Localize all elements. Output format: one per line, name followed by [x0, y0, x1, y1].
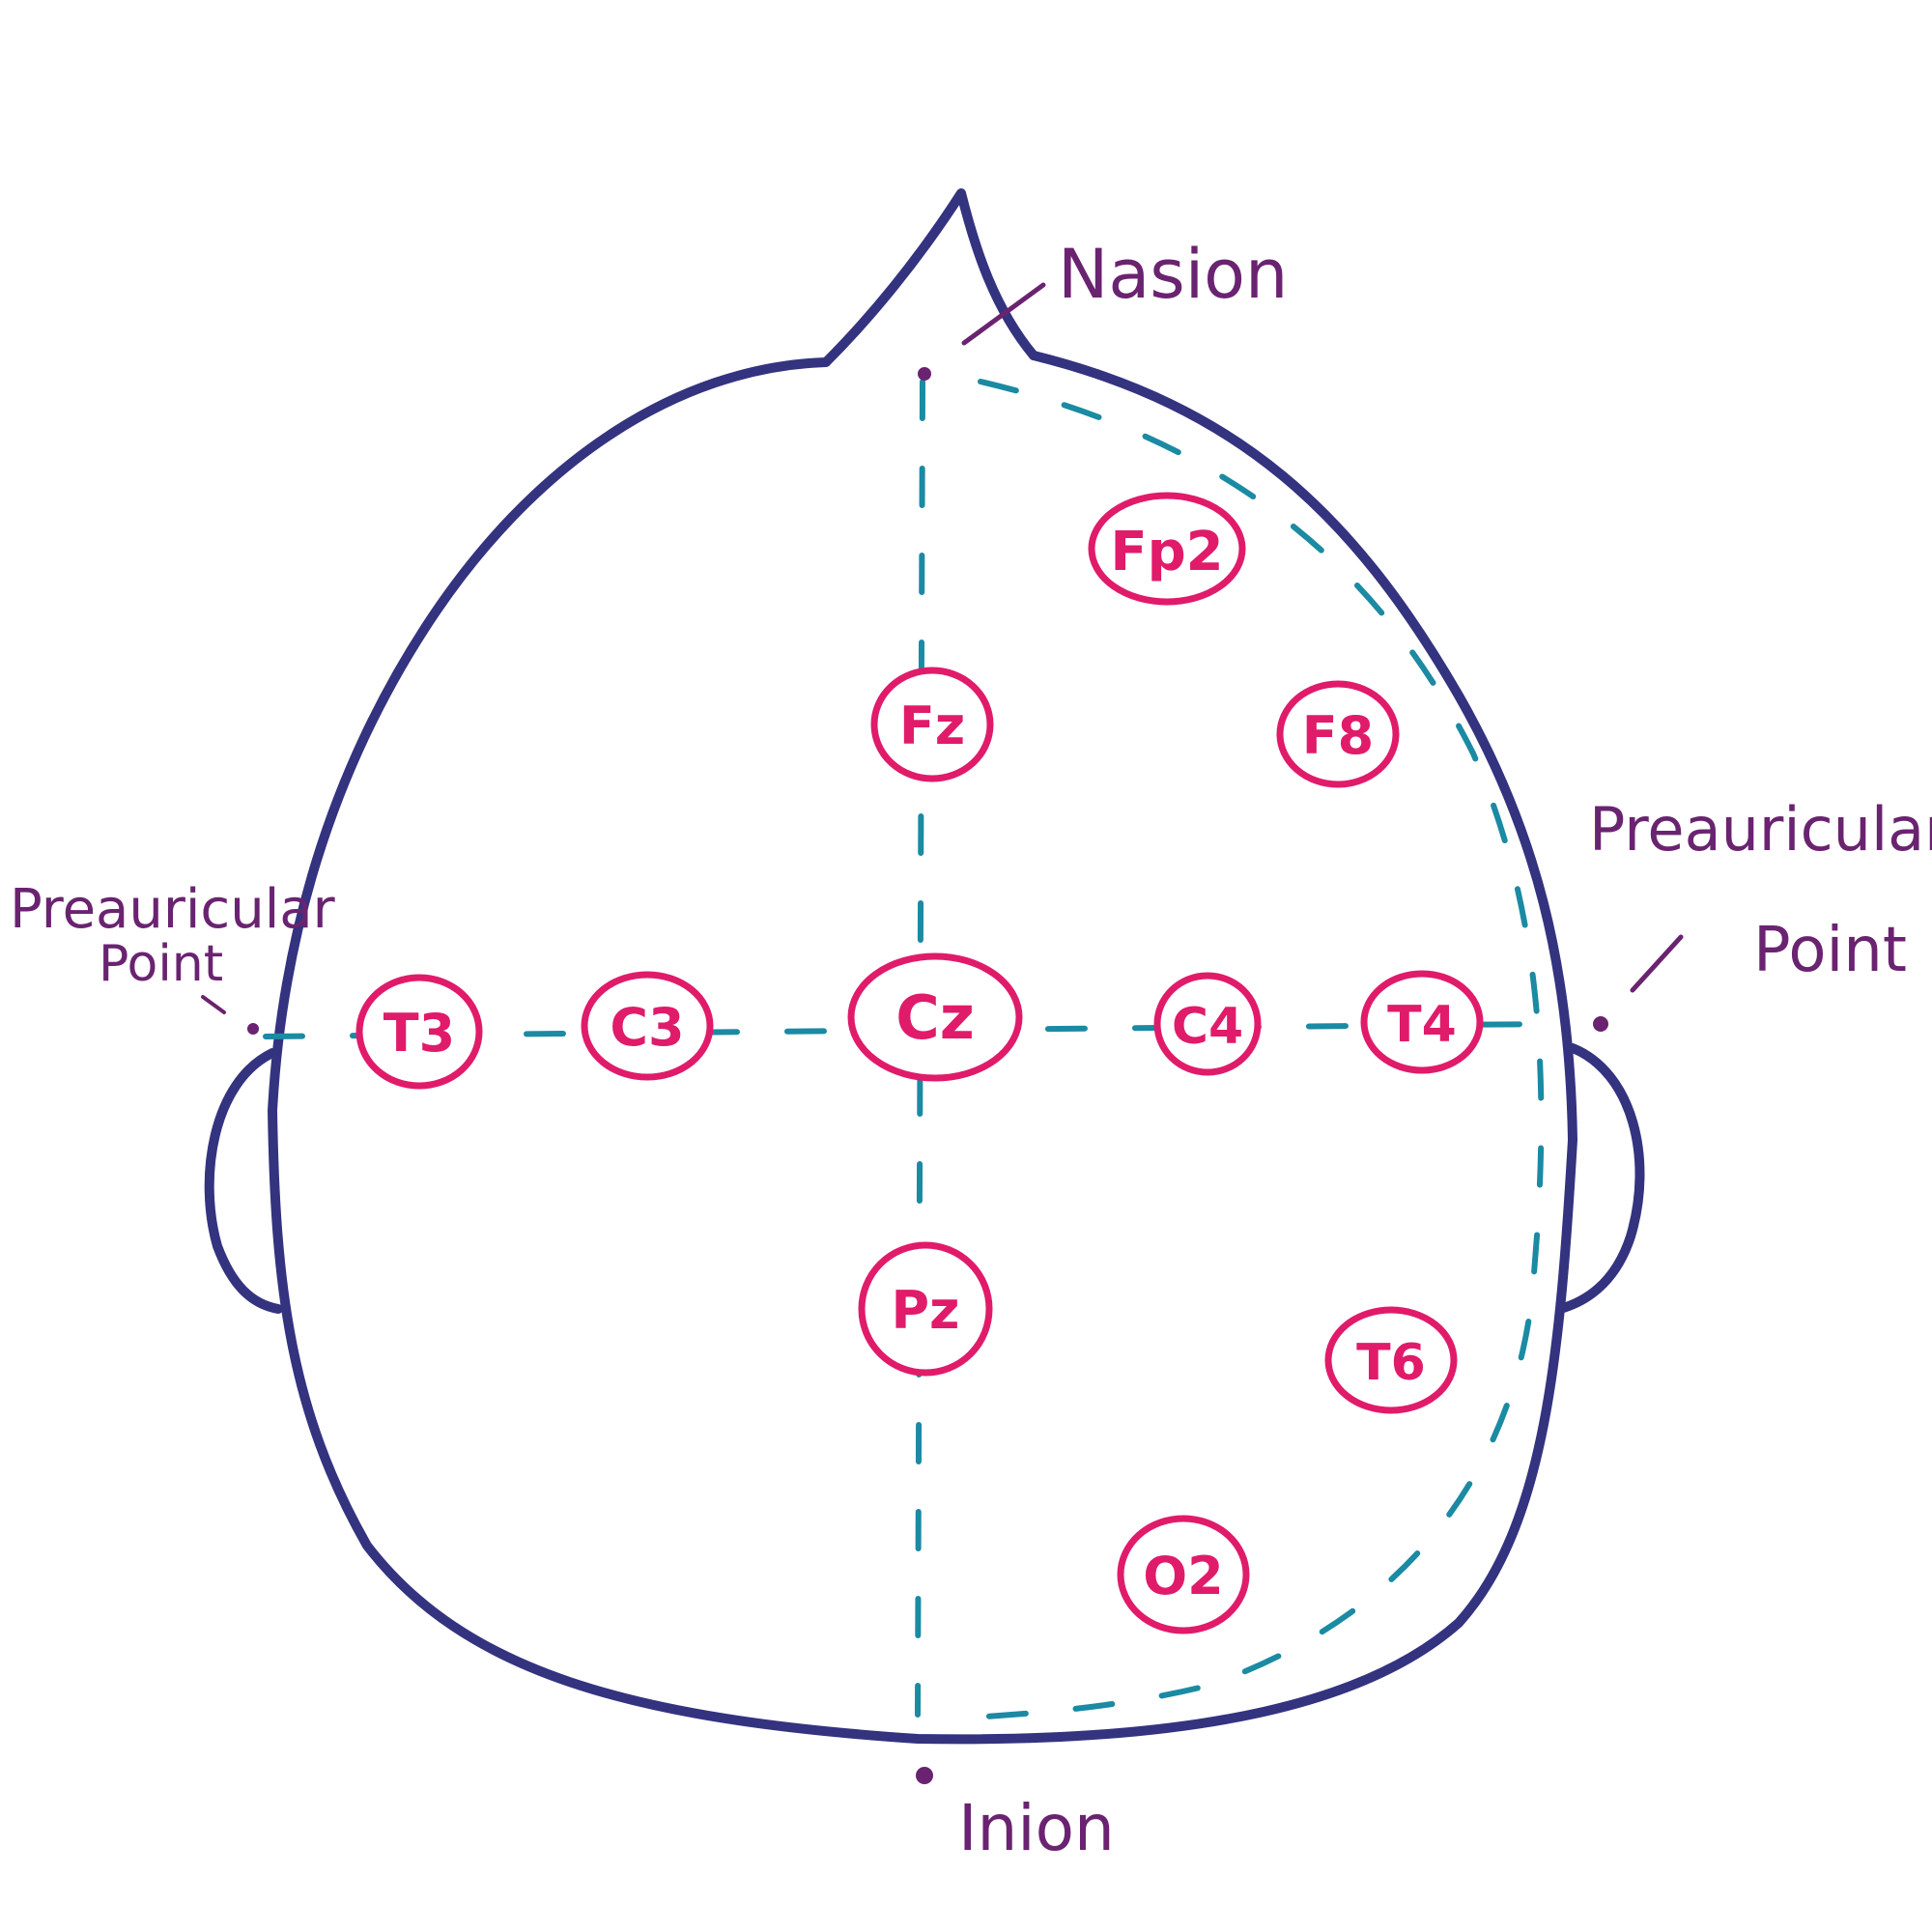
head-outline [268, 351, 1577, 1745]
electrode-t3-ring [355, 974, 483, 1090]
electrode-fz-ring [870, 667, 994, 782]
electrode-f8-ring [1276, 680, 1400, 788]
electrode-pz-ring [858, 1241, 993, 1377]
inion-label: Inion [958, 1791, 1115, 1865]
nasion-label: Nasion [1058, 235, 1288, 314]
electrode-c3-ring [581, 971, 714, 1081]
electrode-c4-ring [1153, 972, 1262, 1076]
electrode-f8-label: F8 [1302, 705, 1374, 766]
electrode-fz-label: Fz [899, 696, 965, 756]
electrode-c3: C3 [581, 971, 714, 1081]
right-circumference-dashes [939, 379, 1545, 1722]
electrode-cz-ring [847, 952, 1023, 1082]
left-preauricular-pointer [201, 995, 226, 1014]
left-ear [204, 1048, 283, 1314]
electrode-o2-label: O2 [1143, 1546, 1223, 1606]
electrode-fp2: Fp2 [1088, 492, 1246, 606]
electrode-cz: Cz [847, 952, 1023, 1082]
electrode-f8: F8 [1276, 680, 1400, 788]
electrode-t4: T4 [1360, 970, 1484, 1074]
right-preauricular-dot [1593, 1016, 1608, 1032]
inion-dot [916, 1767, 933, 1784]
electrode-c4-label: C4 [1172, 998, 1243, 1056]
nasion-dot [918, 367, 931, 381]
left-preauricular-label-line2: Point [99, 935, 223, 993]
electrode-fp2-label: Fp2 [1110, 521, 1223, 583]
left-preauricular-dot [247, 1023, 259, 1035]
right-preauricular-pointer [1630, 934, 1684, 993]
nasion-pointer [961, 282, 1046, 346]
electrode-pz: Pz [858, 1241, 993, 1377]
electrode-t6-ring [1324, 1306, 1458, 1414]
nose-outline [821, 188, 1038, 367]
right-ear [1555, 1043, 1645, 1314]
electrode-pz-label: Pz [891, 1280, 959, 1341]
electrode-c3-label: C3 [610, 997, 684, 1058]
electrode-t3: T3 [355, 974, 483, 1090]
electrode-fz: Fz [870, 667, 994, 782]
electrode-t4-label: T4 [1387, 996, 1457, 1054]
left-preauricular-label-line1: Preauricular [10, 878, 336, 941]
electrode-c4: C4 [1153, 972, 1262, 1076]
electrode-t6: T6 [1324, 1306, 1458, 1414]
right-preauricular-label-line2: Point [1753, 915, 1907, 986]
electrode-t4-ring [1360, 970, 1484, 1074]
right-preauricular-label-line1: Preauricular [1589, 794, 1932, 865]
electrode-o2: O2 [1117, 1515, 1250, 1634]
electrode-o2-ring [1117, 1515, 1250, 1634]
electrode-t3-label: T3 [384, 1003, 455, 1064]
electrode-fp2-ring [1088, 492, 1246, 606]
electrode-t6-label: T6 [1356, 1334, 1426, 1392]
electrode-cz-label: Cz [895, 982, 975, 1053]
